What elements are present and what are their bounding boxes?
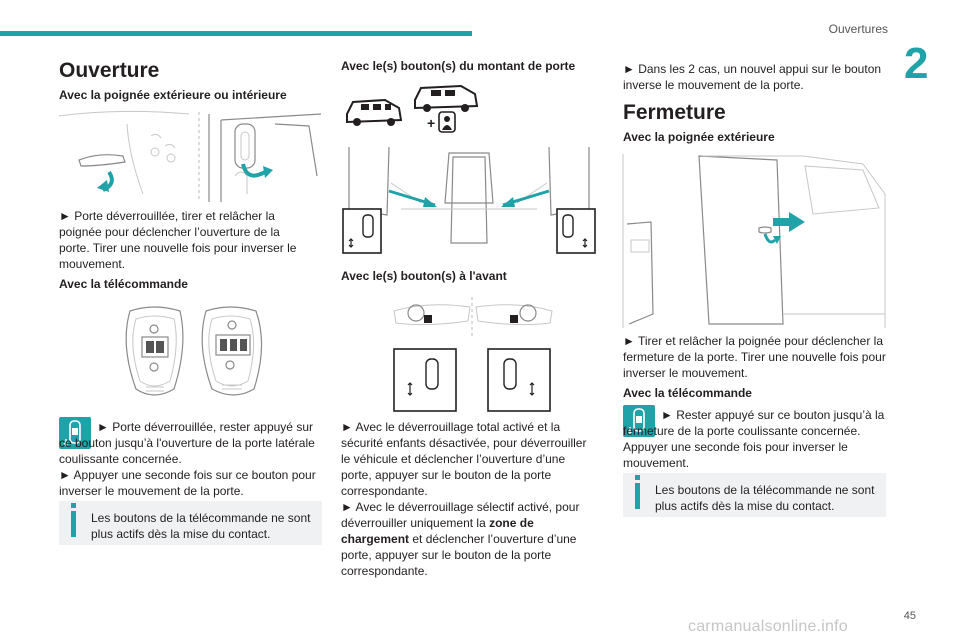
info-note: Les boutons de la télécommande ne sont p… (623, 473, 886, 517)
info-note-text: Les boutons de la télécommande ne sont p… (91, 511, 311, 541)
front-selective-unlock-text: ► Avec le déverrouillage sélectif activé… (341, 500, 580, 578)
remote-open-text: ► Porte déverrouillée, rester appuyé sur… (59, 420, 315, 466)
chapter-number: 2 (904, 39, 929, 88)
ouverture-handle-text: ► Porte déverrouillée, tirer et relâcher… (59, 209, 297, 271)
remote-inverse-text: ► Appuyer une seconde fois sur ce bouton… (59, 468, 316, 498)
front-total-unlock-text: ► Avec le déverrouillage total activé et… (341, 420, 587, 498)
header-accent-bar (0, 31, 472, 36)
section-title: Ouvertures (828, 22, 888, 36)
vans-illustration: + (346, 84, 479, 133)
watermark: carmanualsonline.info (688, 618, 848, 635)
remote-keys-illustration (125, 306, 263, 396)
info-note-text: Les boutons de la télécommande ne sont p… (655, 483, 875, 513)
svg-text:+: + (427, 115, 435, 131)
subheading-poignee: Avec la poignée extérieure ou intérieure (59, 88, 287, 102)
closing-door-illustration (622, 154, 886, 328)
sliding-door-remote-icon (623, 405, 655, 437)
fermeture-handle-text: ► Tirer et relâcher la poignée pour décl… (623, 334, 886, 380)
info-icon (635, 475, 640, 480)
subheading-telecommande: Avec la télécommande (59, 277, 188, 291)
info-icon (71, 503, 76, 508)
subheading-avant: Avec le(s) bouton(s) à l'avant (341, 269, 507, 283)
page-number: 45 (903, 610, 916, 622)
front-buttons-illustration (393, 297, 553, 412)
heading-fermeture: Fermeture (623, 101, 726, 124)
subheading-poignee-exterieure: Avec la poignée extérieure (623, 130, 775, 144)
info-note: Les boutons de la télécommande ne sont p… (59, 501, 322, 545)
door-pillar-illustration (342, 146, 596, 254)
heading-ouverture: Ouverture (59, 59, 160, 82)
inverse-movement-text: ► Dans les 2 cas, un nouvel appui sur le… (623, 62, 882, 92)
subheading-montant: Avec le(s) bouton(s) du montant de porte (341, 59, 576, 73)
subheading-telecommande-fermeture: Avec la télécommande (623, 386, 752, 400)
handle-illustration (58, 110, 322, 202)
remote-close-text: ► Rester appuyé sur ce bouton jusqu’à la… (623, 408, 885, 470)
sliding-door-remote-icon (59, 417, 91, 449)
